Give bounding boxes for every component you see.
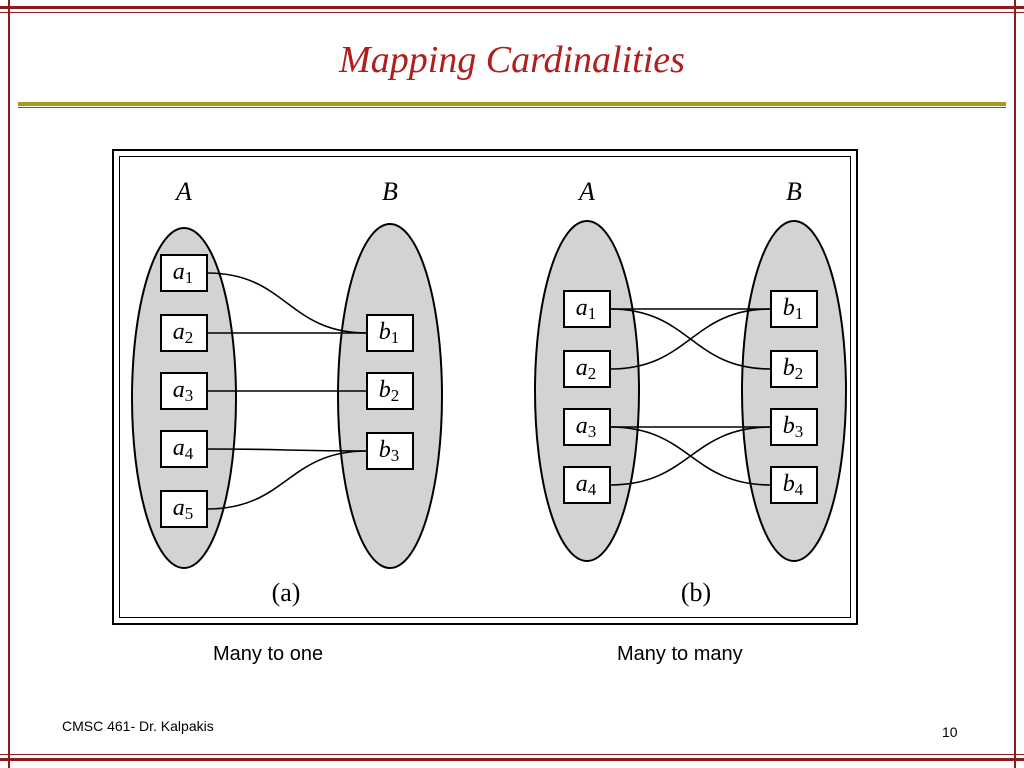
panel-b-b-label-1: b1 — [783, 295, 804, 323]
panel-b-set-b-ellipse — [741, 220, 847, 562]
panel-a-edge-4 — [206, 450, 368, 510]
panel-b-a-box-4 — [563, 466, 611, 504]
title-rule — [18, 102, 1006, 106]
panel-a-a-box-4 — [160, 430, 208, 468]
panel-a-a-label-4: a4 — [173, 435, 194, 463]
panel-b-edge-5 — [609, 426, 772, 486]
panel-b-set-a-label: A — [577, 177, 595, 206]
bottom-border — [0, 758, 1024, 761]
top-border-thin — [0, 12, 1024, 13]
panel-b-b-box-3 — [770, 408, 818, 446]
panel-a-b-label-1: b1 — [379, 319, 400, 347]
panel-b-set-a-ellipse — [534, 220, 640, 562]
caption-many-to-many: Many to many — [617, 643, 743, 665]
panel-a-edge-0 — [206, 272, 368, 334]
panel-b-a-box-1 — [563, 290, 611, 328]
right-border — [1014, 0, 1016, 768]
mapping-diagram: A Ba1 a2 a3 a4 a5 b1 b2 b3 (a) A Ba1 a2 a3 a4 b1 b2 b3 b4 (… — [131, 177, 847, 607]
panel-b-b-box-4 — [770, 466, 818, 504]
panel-a-a-box-3 — [160, 372, 208, 410]
footer-course: CMSC 461- Dr. Kalpakis — [62, 718, 214, 734]
caption-many-to-one: Many to one — [213, 643, 324, 665]
panel-b-b-label-2: b2 — [783, 355, 804, 383]
page-number: 10 — [942, 724, 958, 740]
panel-b-b-label-4: b4 — [783, 471, 804, 499]
panel-b-b-box-1 — [770, 290, 818, 328]
panel-b-set-b-label: B — [786, 177, 802, 206]
panel-b-a-label-2: a2 — [576, 355, 597, 383]
panel-a-b-box-3 — [366, 432, 414, 470]
panel-a-caption: (a) — [272, 578, 301, 607]
panel-a-set-a-label: A — [174, 177, 192, 206]
panel-a-b-label-3: b3 — [379, 437, 400, 465]
panel-a-a-box-5 — [160, 490, 208, 528]
bottom-border-thin — [0, 754, 1024, 755]
panel-b-a-label-3: a3 — [576, 413, 597, 441]
panel-a-a-label-3: a3 — [173, 377, 194, 405]
slide-title: Mapping Cardinalities — [339, 39, 685, 81]
panel-a-b-label-2: b2 — [379, 377, 400, 405]
panel-b-b-box-2 — [770, 350, 818, 388]
left-border — [8, 0, 10, 768]
panel-a-edge-3 — [206, 448, 368, 452]
panel-a-b-box-1 — [366, 314, 414, 352]
panel-a-a-label-5: a5 — [173, 495, 194, 523]
diagram-inner-frame — [119, 156, 851, 618]
panel-a-a-box-2 — [160, 314, 208, 352]
panel-a-b-box-2 — [366, 372, 414, 410]
panel-b-a-label-1: a1 — [576, 295, 597, 323]
title-rule-thin — [18, 107, 1006, 108]
panel-a-a-box-1 — [160, 254, 208, 292]
panel-b-a-box-3 — [563, 408, 611, 446]
panel-b-caption: (b) — [681, 578, 711, 607]
panel-a-a-label-2: a2 — [173, 319, 194, 347]
panel-b-b-label-3: b3 — [783, 413, 804, 441]
panel-b-edge-2 — [609, 308, 772, 370]
top-border — [0, 6, 1024, 9]
panel-a-a-label-1: a1 — [173, 259, 194, 287]
panel-b-a-box-2 — [563, 350, 611, 388]
panel-b-a-label-4: a4 — [576, 471, 597, 499]
panel-a-set-b-label: B — [382, 177, 398, 206]
